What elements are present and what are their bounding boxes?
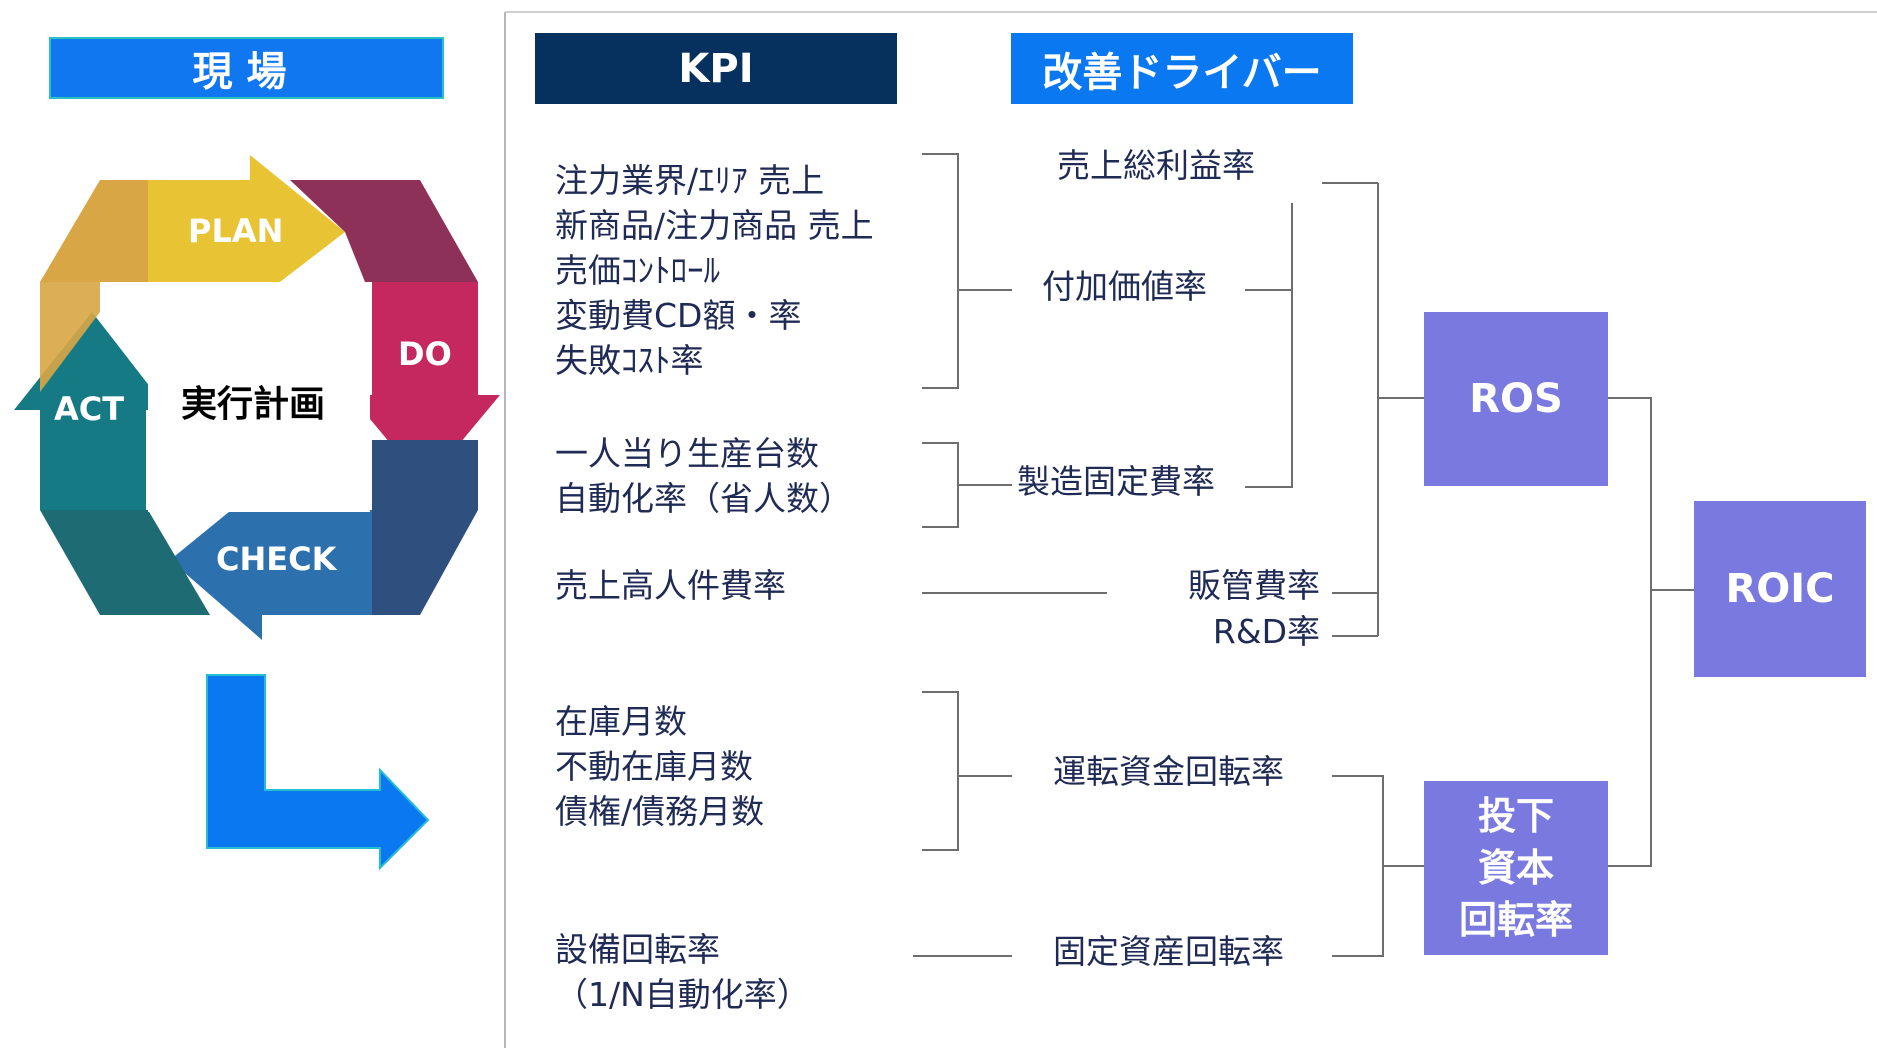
driver-gross-margin: 売上総利益率 [1057, 146, 1255, 185]
kpi-group-labor: 売上高人件費率 [555, 563, 786, 608]
check-arrow-shape [170, 485, 372, 640]
pdca-inner-square [148, 282, 370, 512]
connector-lines [913, 153, 1694, 957]
do-arrow-shape [350, 282, 500, 485]
kpi-item: 設備回転率 [555, 930, 720, 969]
driver-fixed-cost: 製造固定費率 [1017, 462, 1215, 501]
driver-value-added: 付加価値率 [1042, 267, 1207, 306]
kpi-item: 売価ｺﾝﾄﾛｰﾙ [555, 251, 720, 290]
kpi-item: （1/N自動化率） [555, 975, 810, 1014]
kpi-item: 不動在庫月数 [555, 747, 753, 786]
do-check-corner-shape [372, 440, 478, 615]
plan-arrow-shape [148, 155, 345, 305]
roic-label: ROIC [1725, 566, 1835, 612]
pdca-act-label: ACT [54, 390, 125, 428]
driver-rd: R&D率 [1212, 612, 1320, 651]
genba-header: 現場 [49, 37, 444, 99]
kpi-header: KPI [535, 33, 897, 104]
kpi-item: 在庫月数 [555, 702, 687, 741]
kpi-group-equipment: 設備回転率 （1/N自動化率） [555, 927, 810, 1017]
kpi-item: 一人当り生産台数 [555, 434, 819, 473]
kpi-item: 失敗ｺｽﾄ率 [555, 341, 704, 380]
act-upper-shape [40, 282, 100, 392]
kpi-group-inventory: 在庫月数 不動在庫月数 債権/債務月数 [555, 699, 764, 834]
driver-working-capital: 運転資金回転率 [1053, 752, 1284, 791]
pdca-plan-label: PLAN [188, 212, 284, 250]
plan-do-corner-shape [290, 180, 478, 282]
driver-sga: 販管費率 [1188, 566, 1320, 605]
capital-label-line: 投下 [1477, 794, 1554, 838]
pdca-center-label: 実行計画 [180, 384, 325, 425]
kpi-group-sales: 注力業界/ｴﾘｱ 売上 新商品/注力商品 売上 売価ｺﾝﾄﾛｰﾙ 変動費CD額・… [555, 158, 874, 383]
kpi-item: 新商品/注力商品 売上 [555, 206, 874, 245]
pdca-cycle-graphic [14, 155, 500, 640]
pdca-check-label: CHECK [216, 540, 337, 578]
kpi-item: 変動費CD額・率 [555, 296, 802, 335]
capital-label-line: 回転率 [1458, 898, 1573, 942]
flow-arrow-icon [206, 674, 430, 871]
driver-header: 改善ドライバー [1011, 33, 1353, 104]
pdca-do-label: DO [398, 335, 452, 373]
capital-label-line: 資本 [1477, 846, 1554, 890]
kpi-item: 注力業界/ｴﾘｱ 売上 [555, 161, 825, 200]
kpi-group-production: 一人当り生産台数 自動化率（省人数） [555, 431, 852, 521]
act-plan-corner-shape [40, 180, 148, 282]
check-act-corner-shape [40, 510, 210, 615]
ros-box: ROS [1424, 312, 1608, 486]
roic-box: ROIC [1694, 501, 1866, 677]
act-arrow-shape [14, 312, 168, 510]
capital-turnover-box: 投下 資本 回転率 [1424, 781, 1608, 955]
ros-label: ROS [1469, 376, 1563, 422]
kpi-item: 債権/債務月数 [555, 792, 765, 831]
driver-fixed-asset: 固定資産回転率 [1053, 932, 1284, 971]
kpi-item: 売上高人件費率 [555, 566, 786, 605]
kpi-item: 自動化率（省人数） [555, 479, 852, 518]
